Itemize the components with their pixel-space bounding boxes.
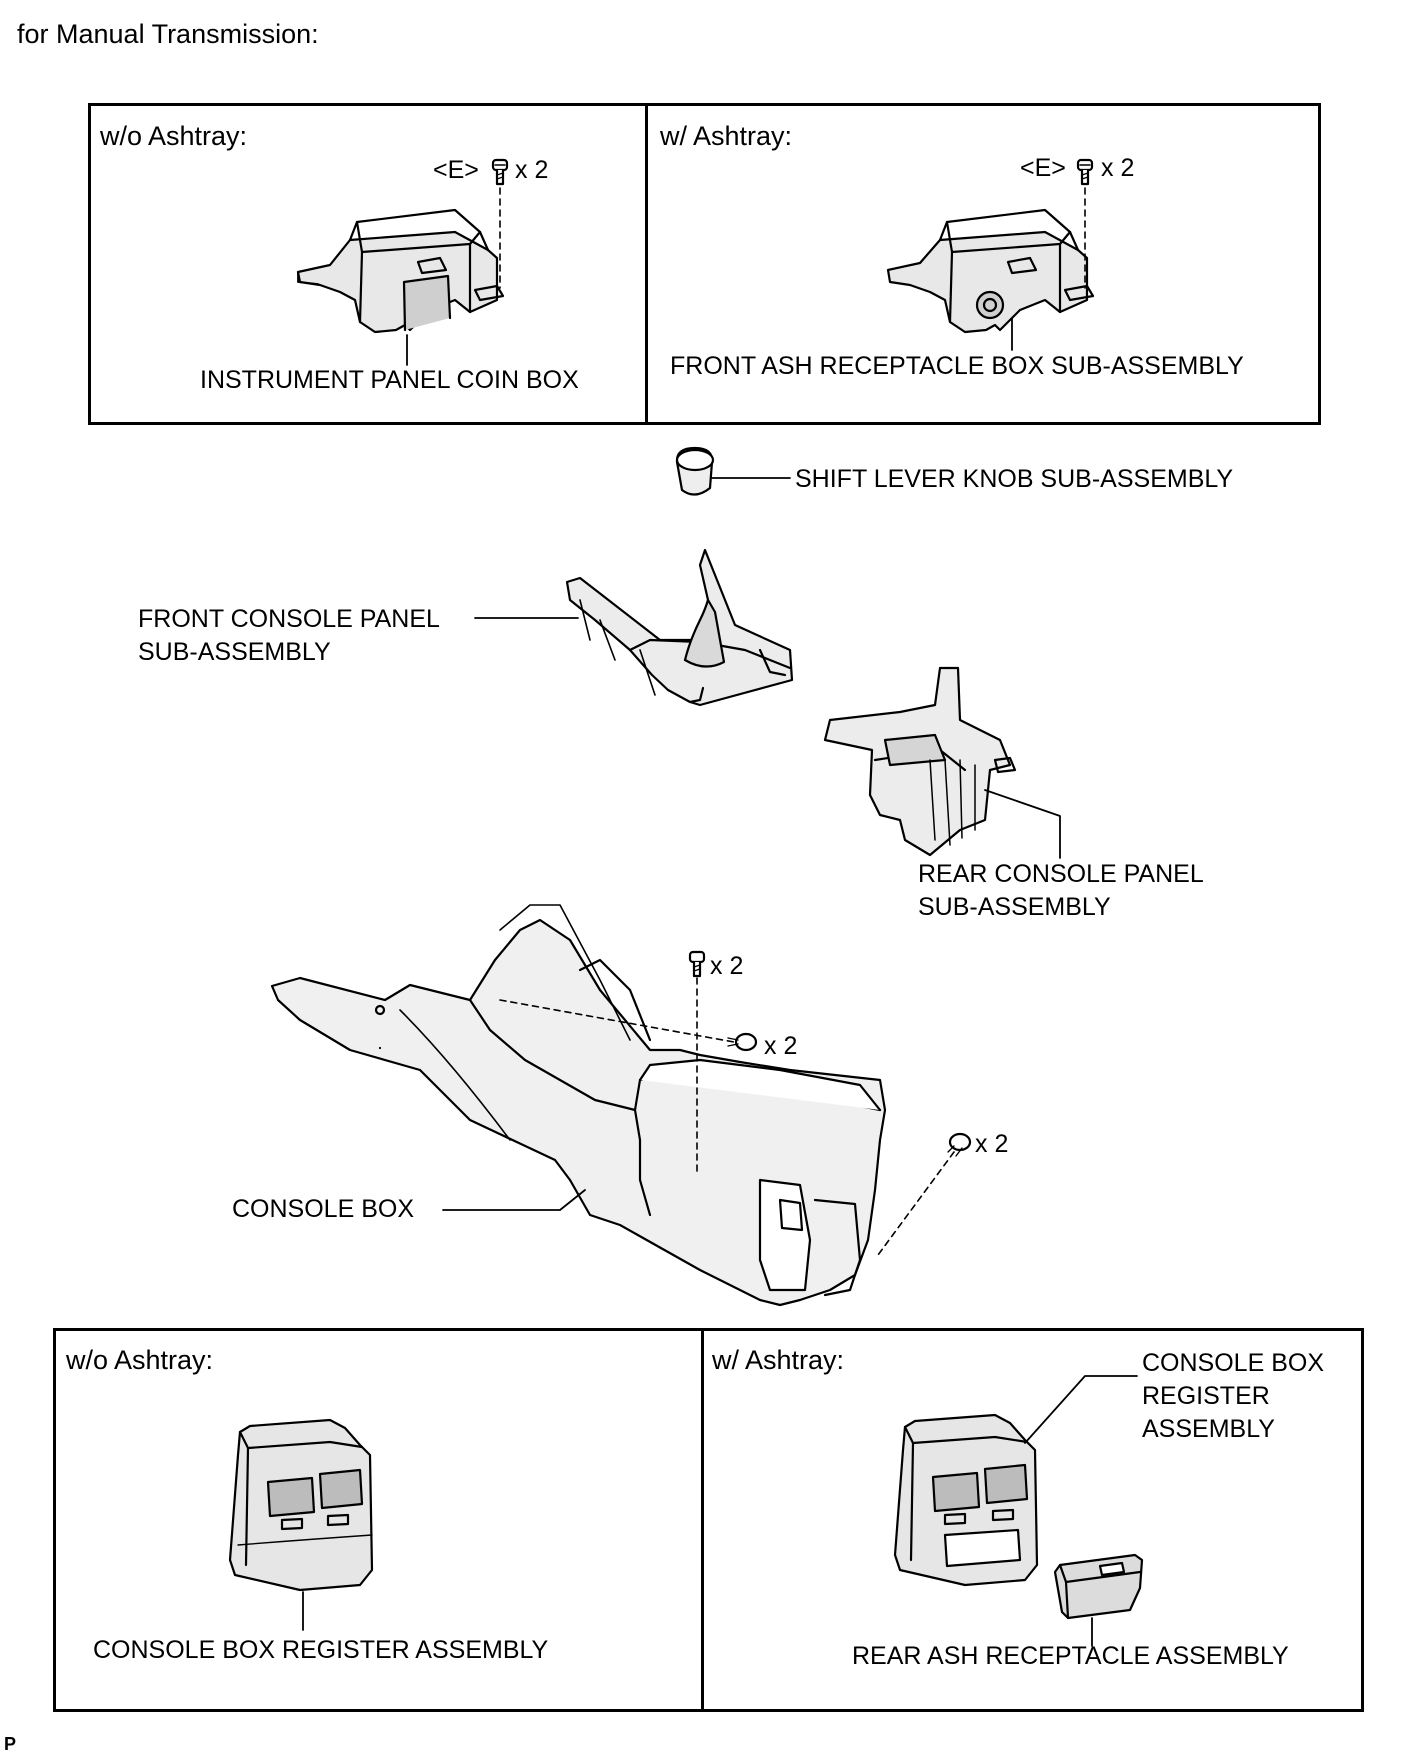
lower-right-panel [701, 1328, 1364, 1712]
lower-left-title: w/o Ashtray: [66, 1345, 214, 1375]
corner-mark: P [4, 1734, 17, 1754]
shift-lever-knob-label: SHIFT LEVER KNOB SUB-ASSEMBLY [795, 465, 1234, 493]
upper-left-title: w/o Ashtray: [100, 121, 248, 151]
rear-ash-receptacle-label: REAR ASH RECEPTACLE ASSEMBLY [852, 1642, 1289, 1670]
instrument-panel-coin-box-drawing [296, 187, 505, 366]
front-ash-receptacle-box-drawing [886, 187, 1095, 351]
console-screw-qty-1: x 2 [710, 952, 744, 980]
console-screw-qty-3: x 2 [975, 1130, 1009, 1158]
bolt-icon [947, 1132, 972, 1157]
console-screw-qty-2: x 2 [764, 1032, 798, 1060]
console-box-drawing [270, 904, 887, 1307]
bolt-icon [727, 1032, 758, 1052]
upper-right-panel [645, 103, 1321, 425]
rear-ash-receptacle-drawing [1053, 1553, 1144, 1647]
upper-right-fastener-code: <E> [1020, 154, 1066, 182]
front-console-panel-drawing [474, 548, 794, 707]
console-box-label: CONSOLE BOX [232, 1195, 414, 1223]
rear-console-panel-label: REAR CONSOLE PANEL SUB-ASSEMBLY [918, 860, 1204, 921]
console-box-register-label: CONSOLE BOX REGISTER ASSEMBLY [93, 1636, 549, 1664]
screw-e-icon [1076, 158, 1094, 186]
console-box-register-drawing [228, 1418, 374, 1631]
console-box-register-with-ash-drawing [893, 1375, 1138, 1587]
upper-right-title: w/ Ashtray: [660, 121, 793, 151]
shift-lever-knob-drawing [675, 446, 791, 496]
console-box-register-assembly-label: CONSOLE BOX REGISTER ASSEMBLY [1142, 1349, 1324, 1443]
upper-left-fastener-qty: x 2 [515, 156, 549, 184]
upper-right-fastener-qty: x 2 [1101, 154, 1135, 182]
page-heading: for Manual Transmission: [17, 19, 319, 49]
lower-right-title: w/ Ashtray: [712, 1345, 845, 1375]
front-ash-receptacle-box-label: FRONT ASH RECEPTACLE BOX SUB-ASSEMBLY [670, 352, 1244, 380]
rear-console-panel-drawing [823, 666, 1061, 859]
instrument-panel-coin-box-label: INSTRUMENT PANEL COIN BOX [200, 366, 579, 394]
upper-left-fastener-code: <E> [433, 156, 479, 184]
screw-e-icon [491, 158, 509, 186]
screw-icon [688, 950, 706, 978]
front-console-panel-label: FRONT CONSOLE PANEL SUB-ASSEMBLY [138, 605, 440, 666]
